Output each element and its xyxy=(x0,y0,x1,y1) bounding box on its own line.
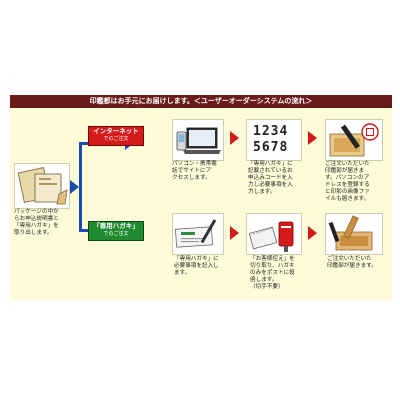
text-line: 力します。 xyxy=(248,189,276,195)
start-arrow xyxy=(70,180,79,194)
text-line: す。パソコンのア xyxy=(325,175,370,181)
internet-step1-text: パソコン・携帯電 話でサイトにア クセスします。 xyxy=(172,161,234,182)
internet-step2-text: 「専用ハガキ」に 記載されているお 申込みコードを入 力し必要事項を入 力します… xyxy=(248,161,310,196)
branch-line xyxy=(79,142,82,231)
label-title: インターネット xyxy=(93,127,139,135)
text-line: 力し必要事項を入 xyxy=(248,182,293,188)
internet-arrow-2 xyxy=(308,131,317,145)
text-line: 「専用ハガキ」を xyxy=(14,223,59,229)
text-line: イルも届きます。 xyxy=(325,196,370,202)
text-line: 函します。 xyxy=(250,277,278,283)
stamp-delivered-icon xyxy=(325,119,383,161)
start-text: パッケージの中か らお申込説明書と 「専用ハガキ」を 取り出します。 xyxy=(14,209,74,237)
text-line: 「お客様控え」を xyxy=(250,256,295,262)
text-line: ドレスを登録する xyxy=(325,182,370,188)
postcard-write-icon xyxy=(172,213,224,255)
label-sub: でのご注文 xyxy=(103,231,129,237)
code-numbers-icon: 1234 5678 xyxy=(246,119,302,161)
mailbox-icon xyxy=(246,213,302,255)
internet-step3-text: ご注文いただいた 印鑑部が届きま す。パソコンのア ドレスを登録する と印影の画… xyxy=(325,161,389,203)
code-line: 5678 xyxy=(253,140,289,155)
text-line: 印鑑部が届きます。 xyxy=(327,263,377,269)
label-sub: でのご注文 xyxy=(103,136,129,142)
text-line: 「専用ハガキ」に xyxy=(248,161,293,167)
stamp-package-icon xyxy=(325,213,383,255)
text-line: パソコン・携帯電 xyxy=(172,161,217,167)
label-title: 「専用ハガキ」 xyxy=(93,222,139,230)
postcard-arrow-2 xyxy=(308,226,317,240)
postcard-step1-text: 「専用ハガキ」に 必要事項を記入し ます。 xyxy=(174,256,236,277)
text-line: 必要事項を記入し xyxy=(174,263,219,269)
internet-order-label: インターネット でのご注文 xyxy=(88,126,144,146)
internet-arrow-1 xyxy=(230,131,239,145)
text-line: （切手不要） xyxy=(250,284,284,290)
text-line: 申込みコードを入 xyxy=(248,175,293,181)
text-line: 「専用ハガキ」に xyxy=(174,256,219,262)
postcard-arrow-1 xyxy=(230,226,239,240)
text-line: のみをポストに投 xyxy=(250,270,295,276)
text-line: 印鑑部が届きま xyxy=(325,168,365,174)
text-line: ます。 xyxy=(174,270,191,276)
text-line: パッケージの中か xyxy=(14,209,59,215)
postcard-order-label: 「専用ハガキ」 でのご注文 xyxy=(88,221,144,241)
postcard-step3-text: ご注文いただいた 印鑑部が届きます。 xyxy=(327,256,391,270)
text-line: 取り出します。 xyxy=(14,230,53,236)
text-line: と印影の画像ファ xyxy=(325,189,370,195)
text-line: ご注文いただいた xyxy=(327,256,372,262)
phone-laptop-icon xyxy=(172,119,224,161)
code-line: 1234 xyxy=(253,124,289,139)
text-line: クセスします。 xyxy=(172,175,211,181)
text-line: ご注文いただいた xyxy=(325,161,370,167)
text-line: 切り取り、ハガキ xyxy=(250,263,295,269)
postcard-step2-text: 「お客様控え」を 切り取り、ハガキ のみをポストに投 函します。 （切手不要） xyxy=(250,256,312,291)
text-line: らお申込説明書と xyxy=(14,216,59,222)
package-postcard-icon xyxy=(14,163,70,209)
text-line: 記載されているお xyxy=(248,168,293,174)
text-line: 話でサイトにア xyxy=(172,168,212,174)
page-title: 印鑑都はお手元にお届けします。＜ユーザーオーダーシステムの流れ＞ xyxy=(10,95,392,108)
